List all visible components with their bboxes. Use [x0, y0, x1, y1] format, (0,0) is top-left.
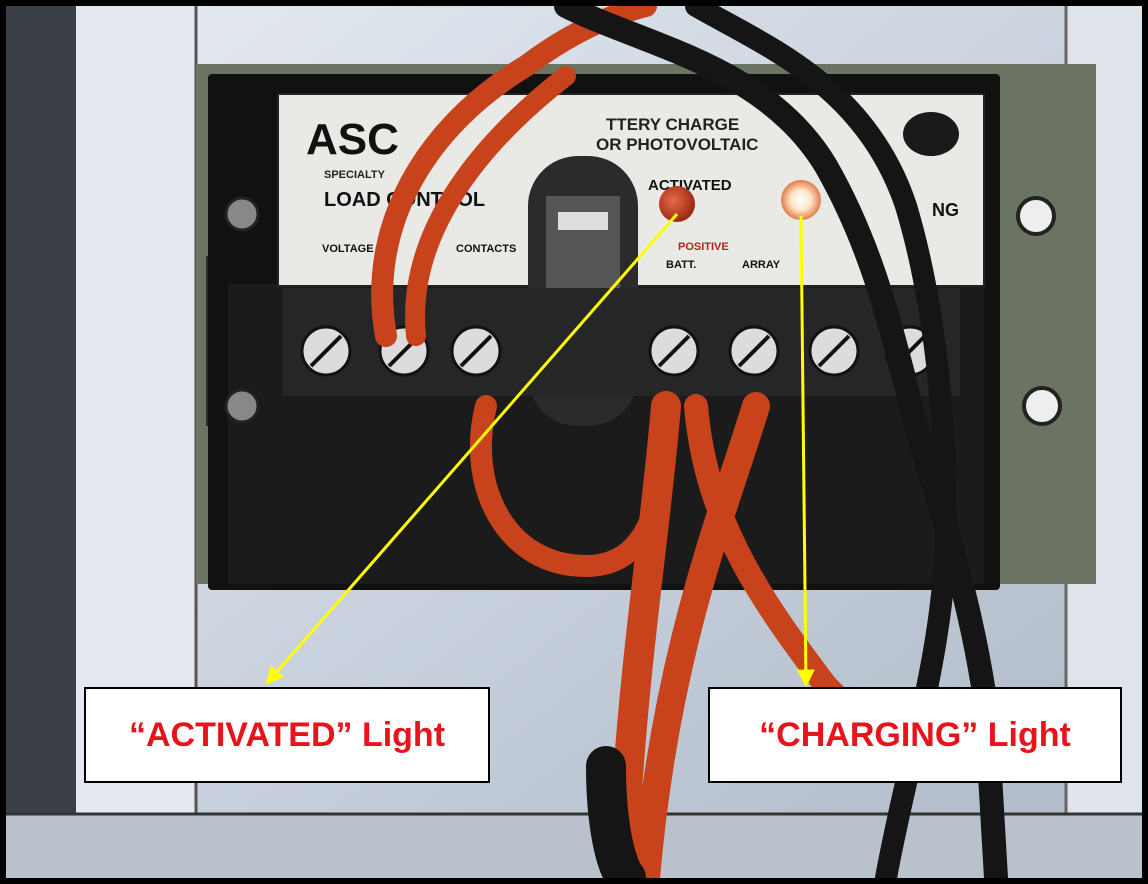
positive-label: POSITIVE	[678, 241, 729, 253]
array-label: ARRAY	[742, 259, 781, 271]
charging-arrow	[796, 215, 815, 688]
mounting-screw	[224, 388, 260, 424]
contacts-label: CONTACTS	[456, 243, 516, 255]
charging-light-callout: “CHARGING” Light	[708, 687, 1122, 783]
photo-charge-controller: ASC TTERY CHARGE OR PHOTOVOLTAIC SPECIAL…	[6, 6, 1142, 878]
mounting-screw	[1022, 386, 1062, 426]
brand-logo: ASC	[306, 115, 399, 164]
mounting-screw	[224, 196, 260, 232]
voltage-label: VOLTAGE	[322, 243, 374, 255]
enclosure-left-edge	[6, 6, 76, 878]
charging-label-partial: NG	[932, 200, 959, 220]
title-line-1: TTERY CHARGE	[606, 115, 739, 134]
activated-arrow	[265, 213, 679, 685]
charging-led	[781, 180, 821, 220]
activated-led	[659, 186, 695, 222]
title-line-2: OR PHOTOVOLTAIC	[596, 135, 758, 154]
specialty-label: SPECIALTY	[324, 169, 386, 181]
activated-light-callout: “ACTIVATED” Light	[84, 687, 490, 783]
batt-label: BATT.	[666, 259, 696, 271]
charging-light-callout-text: “CHARGING” Light	[759, 715, 1071, 754]
activated-light-callout-text: “ACTIVATED” Light	[128, 715, 446, 754]
mounting-screw	[1016, 196, 1056, 236]
